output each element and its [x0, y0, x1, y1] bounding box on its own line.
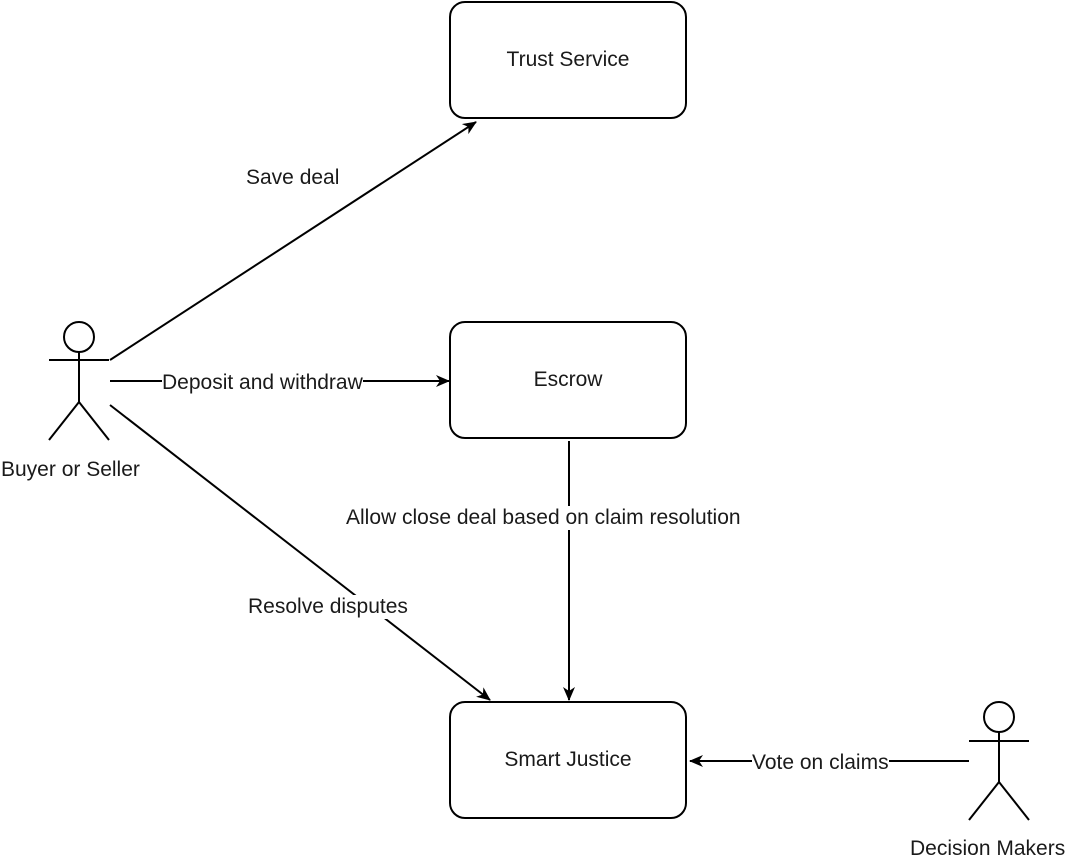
actor-buyer-or-seller-label: Buyer or Seller [1, 458, 140, 481]
node-escrow: Escrow [449, 321, 687, 439]
edge-label-allow-close: Allow close deal based on claim resoluti… [346, 506, 741, 530]
actor-buyer-or-seller-icon [48, 321, 110, 441]
actor-decision-makers-label: Decision Makers [910, 837, 1066, 860]
edge-save-deal [109, 121, 477, 361]
edge-label-resolve-disputes: Resolve disputes [248, 595, 408, 619]
node-smart-justice-label: Smart Justice [504, 748, 632, 771]
edge-label-deposit-withdraw: Deposit and withdraw [162, 371, 363, 395]
node-trust-service: Trust Service [449, 1, 687, 119]
node-smart-justice: Smart Justice [449, 701, 687, 819]
actor-decision-makers-icon [968, 701, 1030, 821]
edge-resolve-disputes [109, 404, 491, 701]
edge-label-vote-on-claims: Vote on claims [752, 751, 889, 775]
edge-label-save-deal: Save deal [246, 166, 340, 189]
node-escrow-label: Escrow [533, 368, 603, 391]
node-trust-service-label: Trust Service [506, 48, 630, 71]
